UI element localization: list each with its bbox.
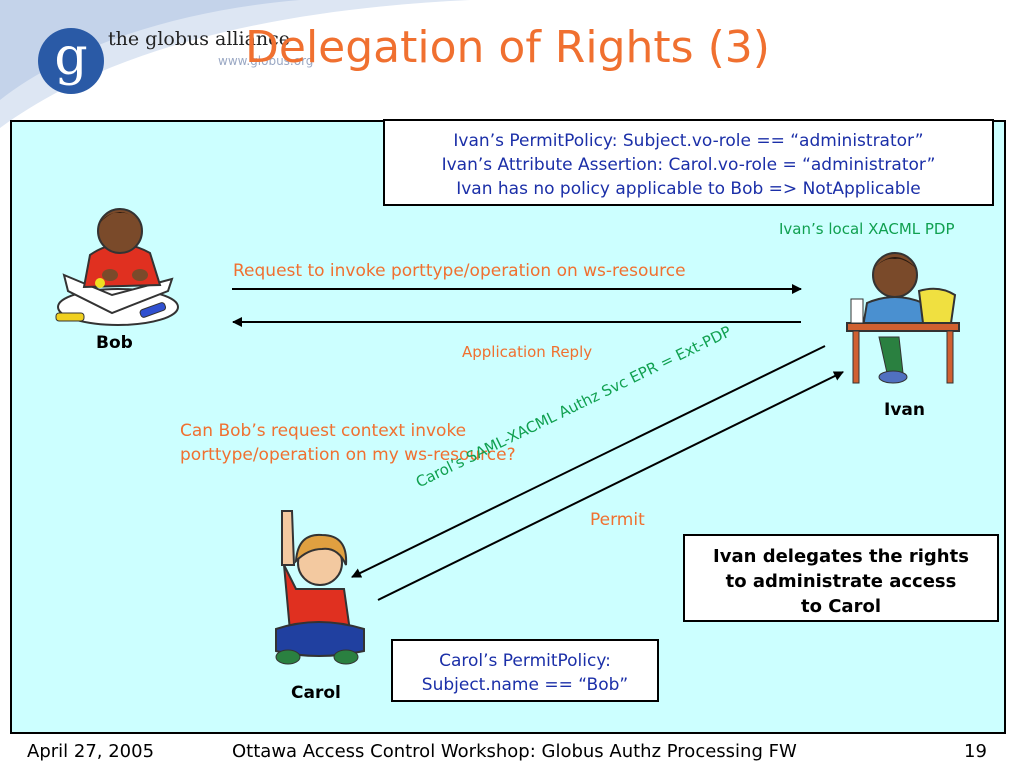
bob-name: Bob	[96, 333, 133, 353]
delegation-box: Ivan delegates the rights to administrat…	[683, 534, 999, 622]
question-line-2: porttype/operation on my ws-resource?	[180, 445, 516, 465]
question-label: Can Bob’s request context invoke porttyp…	[180, 419, 516, 467]
ivan-table-icon	[846, 252, 960, 384]
carol-name: Carol	[291, 683, 341, 703]
delegation-line-2: to administrate access	[725, 571, 957, 592]
policy-line-1: Ivan’s PermitPolicy: Subject.vo-role == …	[453, 131, 924, 151]
reply-label: Application Reply	[462, 343, 593, 361]
permit-arrow	[377, 371, 844, 601]
carol-policy-box: Carol’s PermitPolicy: Subject.name == “B…	[391, 639, 659, 702]
carol-policy-line-1: Carol’s PermitPolicy:	[439, 651, 611, 671]
query-arrow	[351, 345, 826, 578]
footer-event: Ottawa Access Control Workshop: Globus A…	[232, 741, 797, 762]
policy-line-3: Ivan has no policy applicable to Bob => …	[456, 179, 921, 199]
footer-date: April 27, 2005	[27, 741, 155, 762]
footer-page-number: 19	[964, 741, 987, 762]
local-pdp-label: Ivan’s local XACML PDP	[779, 220, 955, 238]
request-label: Request to invoke porttype/operation on …	[233, 261, 686, 281]
question-line-1: Can Bob’s request context invoke	[180, 421, 467, 441]
logo-text: the globus alliance	[108, 28, 291, 50]
carol-policy-line-2: Subject.name == “Bob”	[421, 675, 629, 695]
carol-raised-hand-icon	[275, 510, 365, 665]
slide-title: Delegation of Rights (3)	[245, 22, 770, 73]
ivan-policy-box: Ivan’s PermitPolicy: Subject.vo-role == …	[383, 119, 994, 206]
delegation-line-1: Ivan delegates the rights	[713, 546, 969, 567]
header-swoosh	[0, 0, 470, 128]
globus-logo-icon: g	[38, 28, 104, 94]
diagram-panel	[10, 120, 1006, 734]
policy-line-2: Ivan’s Attribute Assertion: Carol.vo-rol…	[441, 155, 936, 175]
delegation-line-3: to Carol	[800, 596, 881, 617]
permit-label: Permit	[590, 510, 645, 530]
logo-url: www.globus.org	[218, 54, 314, 68]
bob-drawing-icon	[55, 208, 179, 326]
ivan-name: Ivan	[884, 400, 925, 420]
